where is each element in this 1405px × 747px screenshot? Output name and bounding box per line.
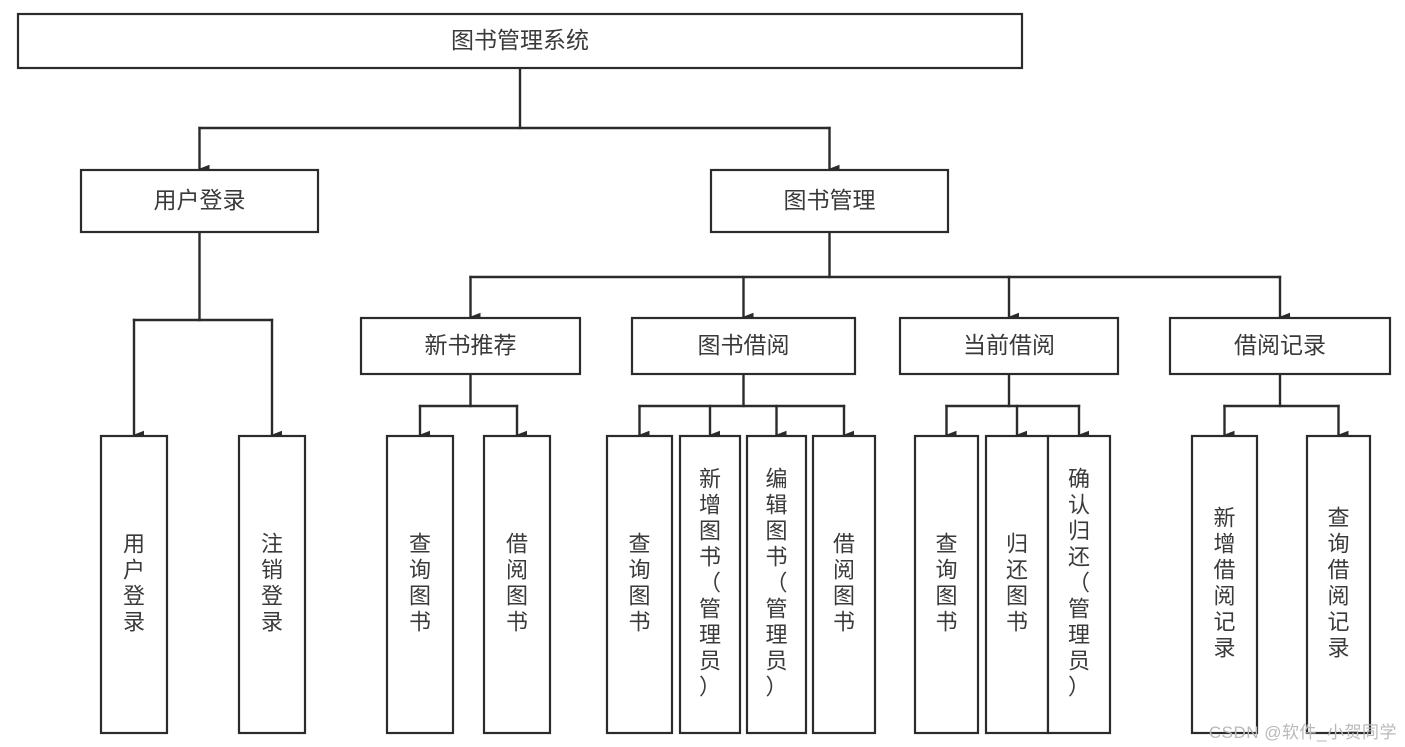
node-box[interactable] [709,168,950,234]
node-label: 借阅图书 [833,531,855,634]
node-label: 新增图书（管理员） [699,466,721,699]
node-box[interactable] [482,434,552,735]
node-box[interactable] [359,316,582,376]
node-level3-0[interactable]: 新书推荐 [359,316,582,376]
node-box[interactable] [79,168,320,234]
edge-level3-to-leaves-0 [418,372,527,440]
node-label: 确认归还（管理员） [1068,466,1090,699]
node-level3-3[interactable]: 借阅记录 [1168,316,1392,376]
node-leaf-1[interactable]: 注销登录 [237,434,307,735]
node-leaf-6[interactable]: 编辑图书（管理员） [745,434,808,735]
edge-books-to-level3 [469,230,1290,322]
node-box[interactable] [1190,434,1259,735]
node-leaf-5[interactable]: 新增图书（管理员） [678,434,742,735]
node-level2-0[interactable]: 用户登录 [79,168,320,234]
node-box[interactable] [1046,434,1112,735]
node-label: 新书推荐 [425,332,517,358]
node-label: 新增借阅记录 [1213,505,1235,660]
node-label: 图书管理系统 [451,27,589,53]
node-label: 归还图书 [1006,531,1028,634]
node-layer: 图书管理系统用户登录图书管理新书推荐图书借阅当前借阅借阅记录用户登录注销登录查询… [16,12,1392,735]
node-leaf-0[interactable]: 用户登录 [99,434,169,735]
node-level3-2[interactable]: 当前借阅 [898,316,1120,376]
node-leaf-7[interactable]: 借阅图书 [811,434,877,735]
edge-root-to-level2 [198,66,840,174]
edge-level3-to-leaves-1 [638,372,854,440]
node-box[interactable] [984,434,1050,735]
node-root[interactable]: 图书管理系统 [16,12,1024,70]
node-box[interactable] [1168,316,1392,376]
node-label: 借阅记录 [1234,332,1326,358]
node-box[interactable] [811,434,877,735]
node-box[interactable] [913,434,980,735]
node-label: 查询图书 [935,531,957,634]
node-box[interactable] [1305,434,1372,735]
node-label: 注销登录 [261,531,283,634]
node-box[interactable] [678,434,742,735]
node-leaf-9[interactable]: 归还图书 [984,434,1050,735]
edge-level3-to-leaves-2 [945,372,1089,440]
node-box[interactable] [898,316,1120,376]
node-label: 借阅图书 [506,531,528,634]
node-leaf-8[interactable]: 查询图书 [913,434,980,735]
node-level2-1[interactable]: 图书管理 [709,168,950,234]
node-leaf-12[interactable]: 查询借阅记录 [1305,434,1372,735]
node-label: 查询图书 [628,531,650,634]
node-level3-1[interactable]: 图书借阅 [630,316,857,376]
node-box[interactable] [99,434,169,735]
node-box[interactable] [385,434,455,735]
node-label: 查询借阅记录 [1327,505,1349,660]
node-label: 用户登录 [123,531,145,634]
edge-level3-to-leaves-3 [1223,372,1349,440]
node-leaf-11[interactable]: 新增借阅记录 [1190,434,1259,735]
node-box[interactable] [745,434,808,735]
node-leaf-4[interactable]: 查询图书 [605,434,674,735]
node-box[interactable] [605,434,674,735]
watermark-label: CSDN @软件_小贺同学 [1208,723,1397,742]
node-label: 用户登录 [154,187,246,213]
node-leaf-3[interactable]: 借阅图书 [482,434,552,735]
connector-layer [132,66,1349,440]
node-box[interactable] [630,316,857,376]
node-label: 当前借阅 [963,332,1055,358]
node-label: 查询图书 [409,531,431,634]
node-leaf-10[interactable]: 确认归还（管理员） [1046,434,1112,735]
node-label: 编辑图书（管理员） [765,466,787,699]
node-leaf-2[interactable]: 查询图书 [385,434,455,735]
edge-login-to-leaves [132,230,282,440]
node-box[interactable] [237,434,307,735]
node-label: 图书借阅 [698,332,790,358]
node-box[interactable] [16,12,1024,70]
node-label: 图书管理 [784,187,876,213]
